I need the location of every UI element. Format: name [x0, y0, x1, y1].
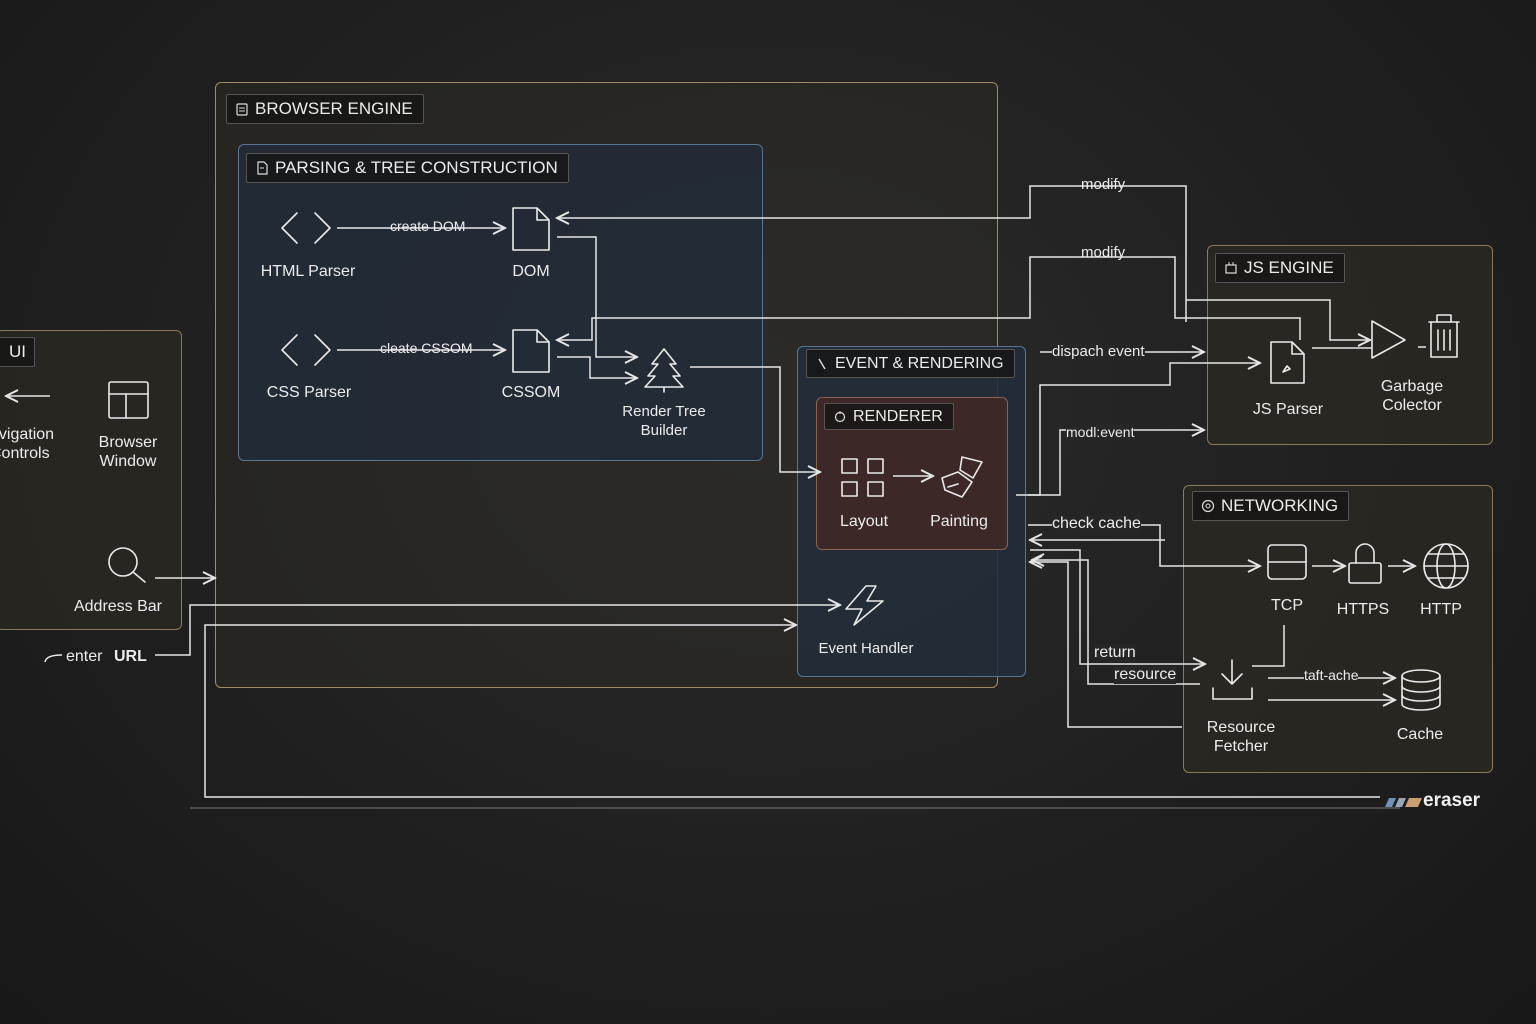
- edge-resource-back: [1032, 560, 1200, 685]
- html-parser-label: HTML Parser: [260, 263, 356, 280]
- dom-document-icon: [512, 207, 550, 251]
- modify-event-edge-label: modl:event: [1066, 424, 1135, 440]
- create-cssom-edge-label: cleate CSSOM: [380, 340, 473, 356]
- edge-modify-dom: [557, 185, 1187, 322]
- return-edge-label: return: [1094, 644, 1136, 662]
- css-parser-label: CSS Parser: [266, 384, 352, 401]
- cache-label: Cache: [1396, 726, 1444, 743]
- event-rendering-label: EVENT & RENDERING: [806, 349, 1015, 378]
- dom-label: DOM: [512, 263, 550, 280]
- resource-fetcher-download-icon: [1212, 659, 1253, 700]
- networking-group[interactable]: [1183, 485, 1493, 773]
- layout-label: Layout: [839, 513, 889, 530]
- painting-brush-icon: [941, 456, 983, 498]
- js-parser-file-icon: [1270, 341, 1305, 384]
- address-bar-search-icon: [108, 547, 146, 583]
- ui-title: UI: [9, 342, 26, 361]
- edge-enter-url-1: [155, 605, 840, 656]
- https-label: HTTPS: [1336, 601, 1390, 618]
- edge-tcp-fetcher: [1252, 625, 1285, 667]
- garbage-collector-label: Garbage Colector: [1380, 378, 1444, 414]
- eraser-watermark[interactable]: eraser: [1423, 790, 1481, 811]
- taft-ache-edge-label: taft-ache: [1304, 667, 1359, 683]
- edge-return-resource: [1030, 549, 1205, 664]
- http-globe-icon: [1423, 543, 1469, 589]
- navigation-controls-label: avigation Controls: [0, 426, 55, 462]
- js-parser-label: JS Parser: [1252, 401, 1324, 418]
- tcp-server-icon: [1267, 544, 1307, 580]
- cssom-label: CSSOM: [501, 384, 561, 401]
- url-edge-label: URL: [114, 648, 147, 665]
- cache-database-icon: [1401, 669, 1441, 711]
- engine-icon: [1225, 262, 1237, 274]
- event-rendering-title: EVENT & RENDERING: [835, 355, 1004, 372]
- trash-icon: [1428, 314, 1460, 358]
- js-engine-label: JS ENGINE: [1215, 253, 1345, 283]
- check-cache-edge-label: check cache: [1052, 515, 1141, 533]
- js-engine-title: JS ENGINE: [1244, 258, 1334, 277]
- edge-fetcher-event: [1030, 562, 1182, 728]
- networking-label: NETWORKING: [1192, 491, 1350, 521]
- parsing-title: PARSING & TREE CONSTRUCTION: [275, 158, 558, 177]
- dispatch-event-edge-label: dispach event: [1052, 343, 1145, 360]
- cssom-document-icon: [512, 329, 550, 373]
- render-tree-icon: [644, 348, 684, 393]
- browser-window-icon-lines: [108, 393, 149, 419]
- painting-label: Painting: [930, 513, 988, 530]
- event-handler-label: Event Handler: [818, 640, 914, 657]
- resource-edge-label: resource: [1114, 666, 1177, 684]
- browser-engine-icon: [236, 103, 248, 116]
- renderer-icon: [834, 410, 846, 422]
- eraser-logo-icon: [1385, 798, 1422, 807]
- edge-dom-render: [557, 236, 637, 357]
- html-parser-code-icon: [281, 212, 331, 244]
- network-icon: [1201, 499, 1215, 513]
- modify-edge-label-2: modify: [1081, 244, 1126, 261]
- garbage-collector-play-icon: [1371, 320, 1406, 359]
- renderer-title: RENDERER: [853, 408, 943, 425]
- edge-jsparser-gc: [1186, 299, 1370, 340]
- edge-enter-url-tail: [44, 654, 63, 663]
- css-parser-code-icon: [281, 334, 331, 366]
- networking-title: NETWORKING: [1221, 496, 1339, 515]
- slash-icon: [818, 358, 826, 369]
- address-bar-label: Address Bar: [73, 598, 163, 615]
- event-handler-lightning-icon: [845, 585, 884, 626]
- browser-engine-title: BROWSER ENGINE: [255, 99, 413, 118]
- enter-edge-label: enter: [66, 648, 103, 665]
- ui-label: UI: [0, 337, 35, 367]
- resource-fetcher-label: Resource Fetcher: [1206, 719, 1276, 755]
- browser-window-label: Browser Window: [98, 434, 158, 470]
- https-lock-icon: [1348, 543, 1382, 584]
- create-dom-edge-label: create DOM: [390, 218, 466, 234]
- edge-enter-url-2: [204, 625, 1380, 798]
- layout-grid-icon: [841, 458, 884, 497]
- render-tree-builder-label: Render Tree Builder: [622, 403, 706, 439]
- edge-render-renderer: [690, 366, 820, 472]
- browser-window-icon: [108, 381, 149, 419]
- modify-edge-label-1: modify: [1081, 176, 1126, 193]
- edge-cssom-render: [557, 356, 637, 378]
- tcp-label: TCP: [1271, 597, 1303, 614]
- document-icon: [257, 161, 268, 175]
- parsing-group[interactable]: [238, 144, 763, 461]
- http-label: HTTP: [1420, 601, 1462, 618]
- ui-group[interactable]: [0, 330, 182, 630]
- renderer-label: RENDERER: [824, 403, 954, 430]
- browser-engine-label: BROWSER ENGINE: [226, 94, 424, 124]
- parsing-label: PARSING & TREE CONSTRUCTION: [246, 153, 569, 183]
- edge-modify-cssom: [557, 256, 1301, 340]
- edge-painting-jsparser: [1016, 363, 1260, 496]
